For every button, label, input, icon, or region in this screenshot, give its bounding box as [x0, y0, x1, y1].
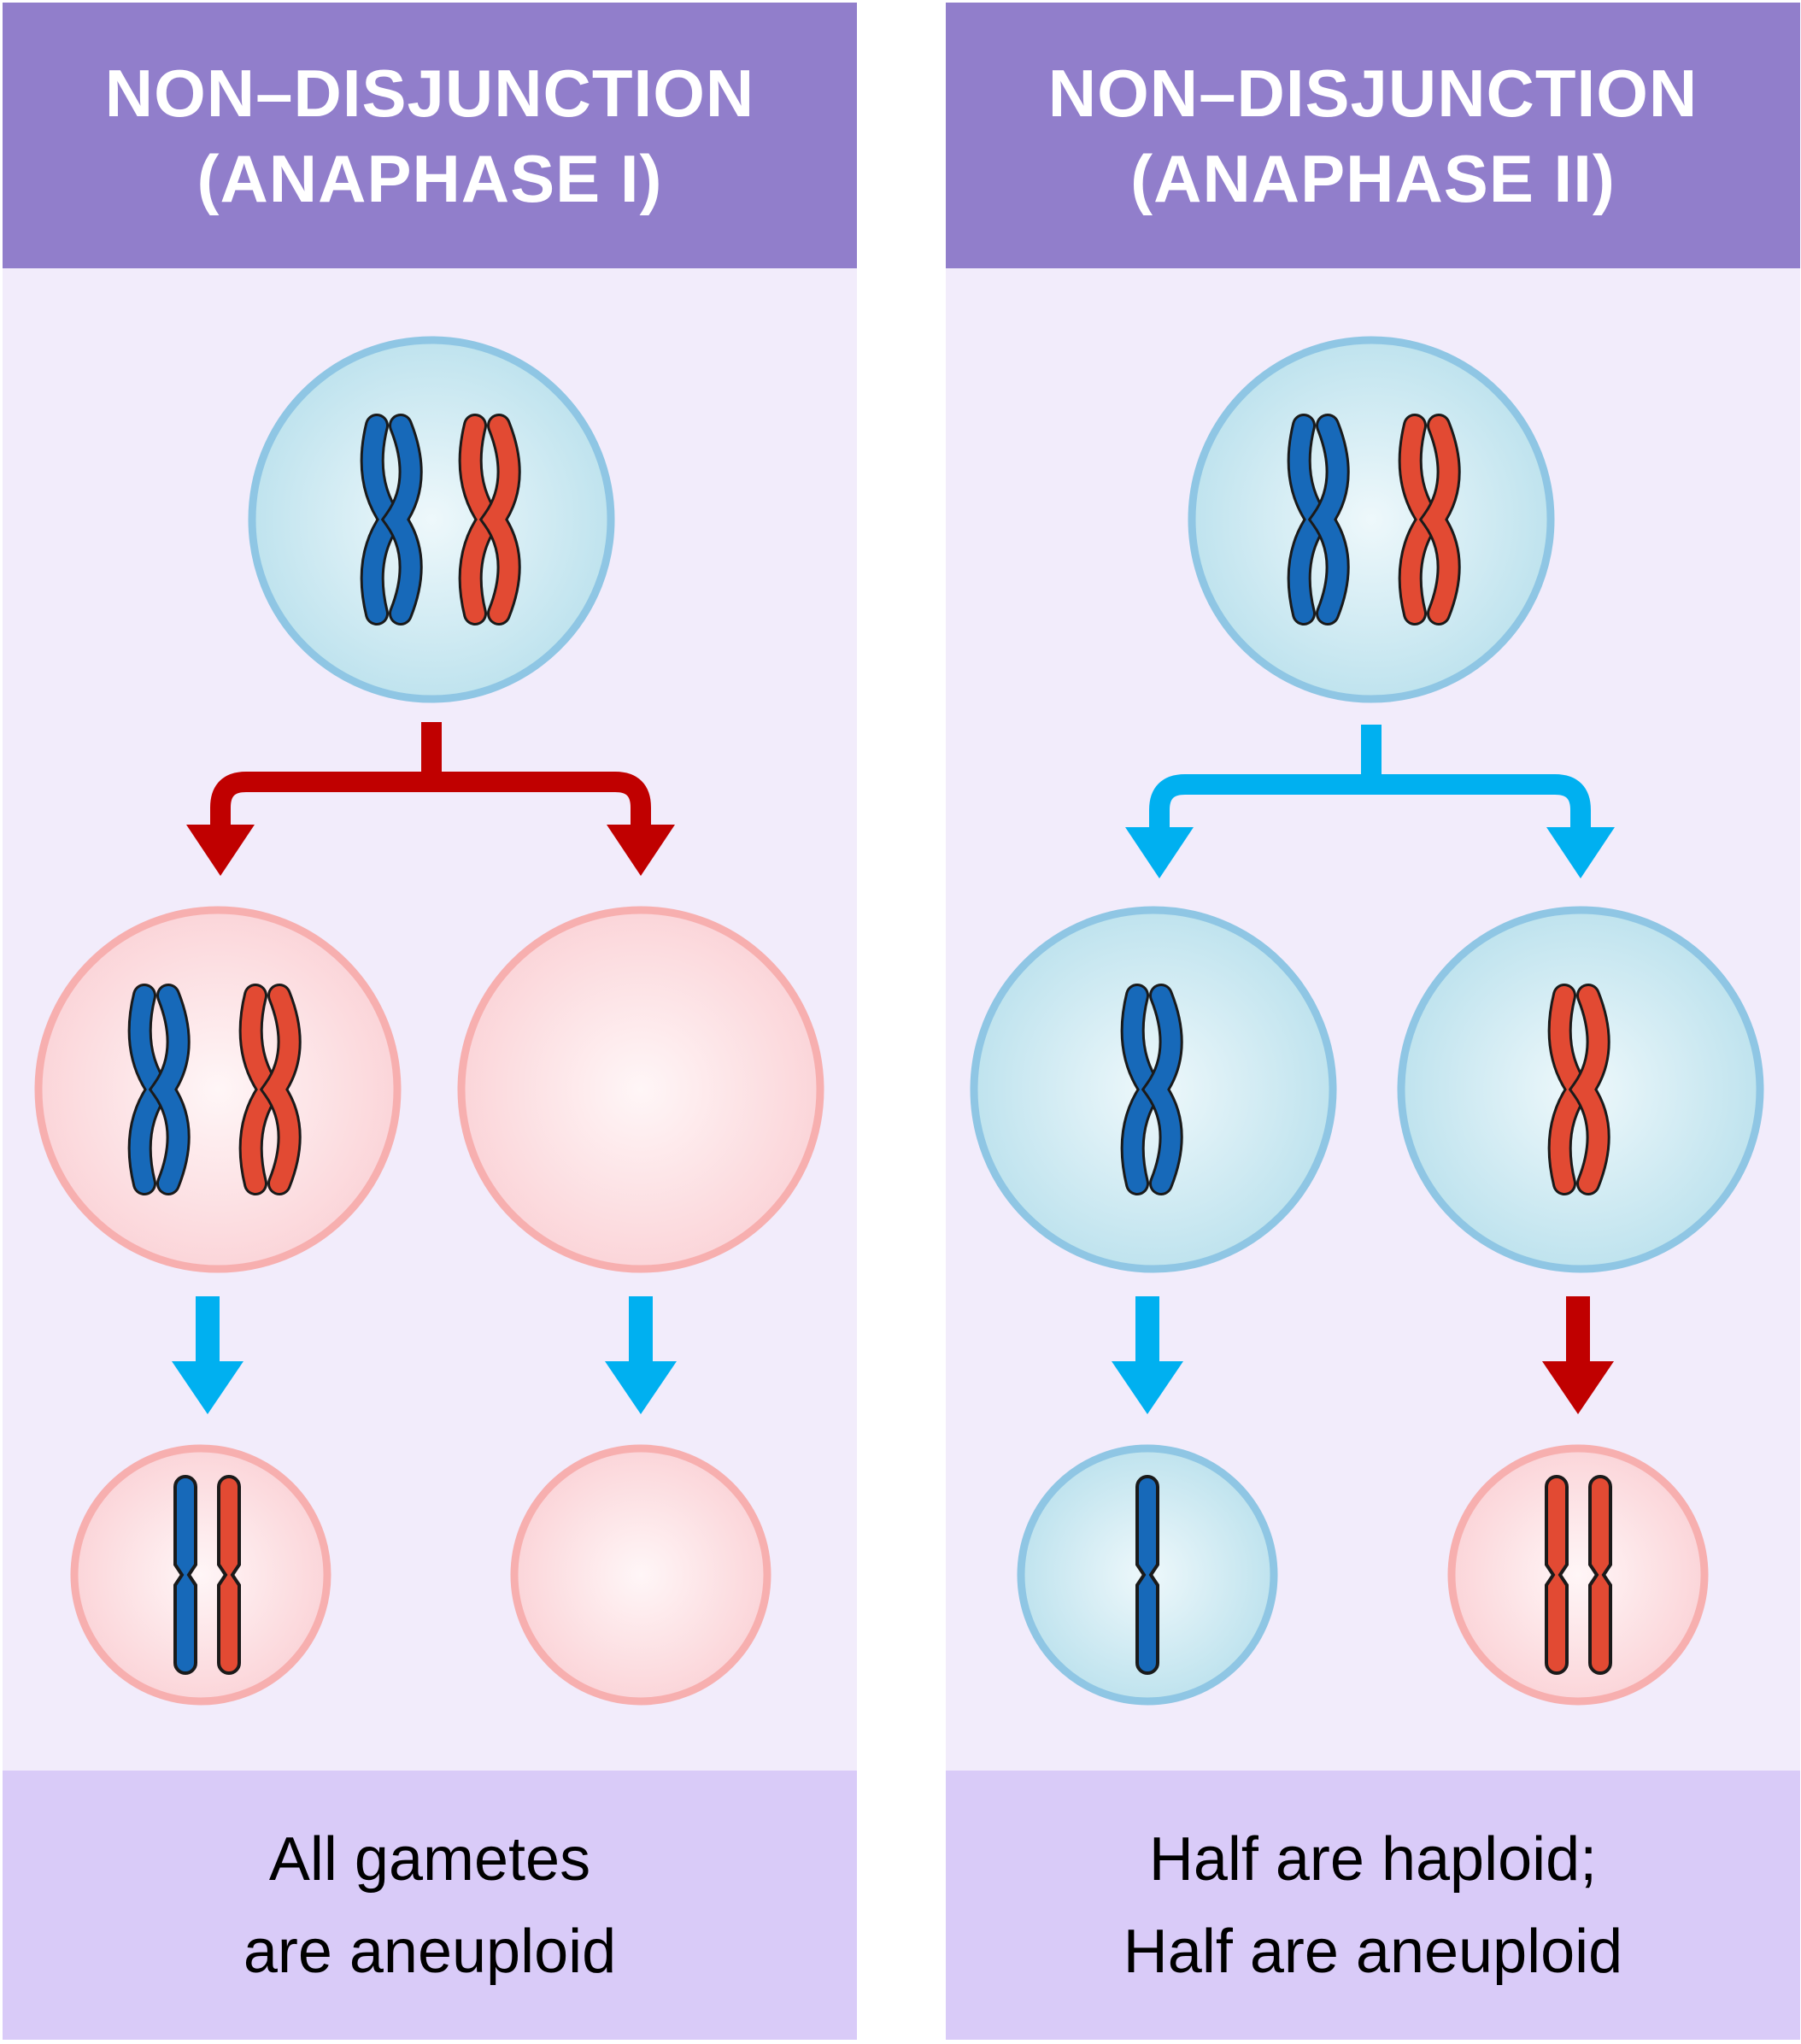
panel-caption-line-1: Half are haploid;: [1148, 1824, 1598, 1894]
parent-cell: [1188, 336, 1555, 703]
parent-cell: [248, 336, 615, 703]
red-chromatid: [217, 1475, 241, 1675]
panel-footer: Half are haploid; Half are aneuploid: [946, 1771, 1800, 2040]
daughter-cell-empty: [457, 906, 824, 1273]
red-chromosome: [458, 414, 521, 626]
panel-title-line-2: (ANAPHASE II): [1130, 140, 1616, 216]
panel-header: NON–DISJUNCTION (ANAPHASE II): [946, 3, 1800, 268]
blue-chromatid: [1135, 1475, 1159, 1675]
nondisjunction-arrow: [186, 722, 675, 876]
red-chromosome: [1398, 414, 1461, 626]
panel-caption-line-2: Half are aneuploid: [1123, 1917, 1623, 1986]
red-chromatid: [1545, 1475, 1569, 1675]
panel-title-line-2: (ANAPHASE I): [197, 140, 663, 216]
nondisjunction-arrow: [1542, 1296, 1614, 1414]
panel-title-line-1: NON–DISJUNCTION: [104, 55, 755, 131]
daughter-cell-aneuploid: [34, 906, 402, 1273]
division-arrow: [605, 1296, 677, 1414]
blue-chromosome: [1287, 414, 1350, 626]
panel-footer: All gametes are aneuploid: [3, 1771, 857, 2040]
panel-caption-line-1: All gametes: [268, 1824, 591, 1894]
division-arrow: [172, 1296, 243, 1414]
red-chromatid: [1588, 1475, 1612, 1675]
gamete-aneuploid: [70, 1444, 331, 1706]
panel-caption-line-2: are aneuploid: [243, 1917, 617, 1986]
red-chromosome: [1547, 984, 1610, 1195]
division-arrow: [1125, 725, 1615, 878]
blue-chromosome: [1120, 984, 1183, 1195]
red-chromosome: [238, 984, 302, 1195]
blue-chromatid: [173, 1475, 197, 1675]
division-arrow: [1112, 1296, 1183, 1414]
blue-chromosome: [360, 414, 423, 626]
gamete-aneuploid: [1447, 1444, 1709, 1706]
panel-title-line-1: NON–DISJUNCTION: [1047, 55, 1698, 131]
blue-chromosome: [127, 984, 191, 1195]
panel-header: NON–DISJUNCTION (ANAPHASE I): [3, 3, 857, 268]
gamete-aneuploid-empty: [510, 1444, 771, 1706]
